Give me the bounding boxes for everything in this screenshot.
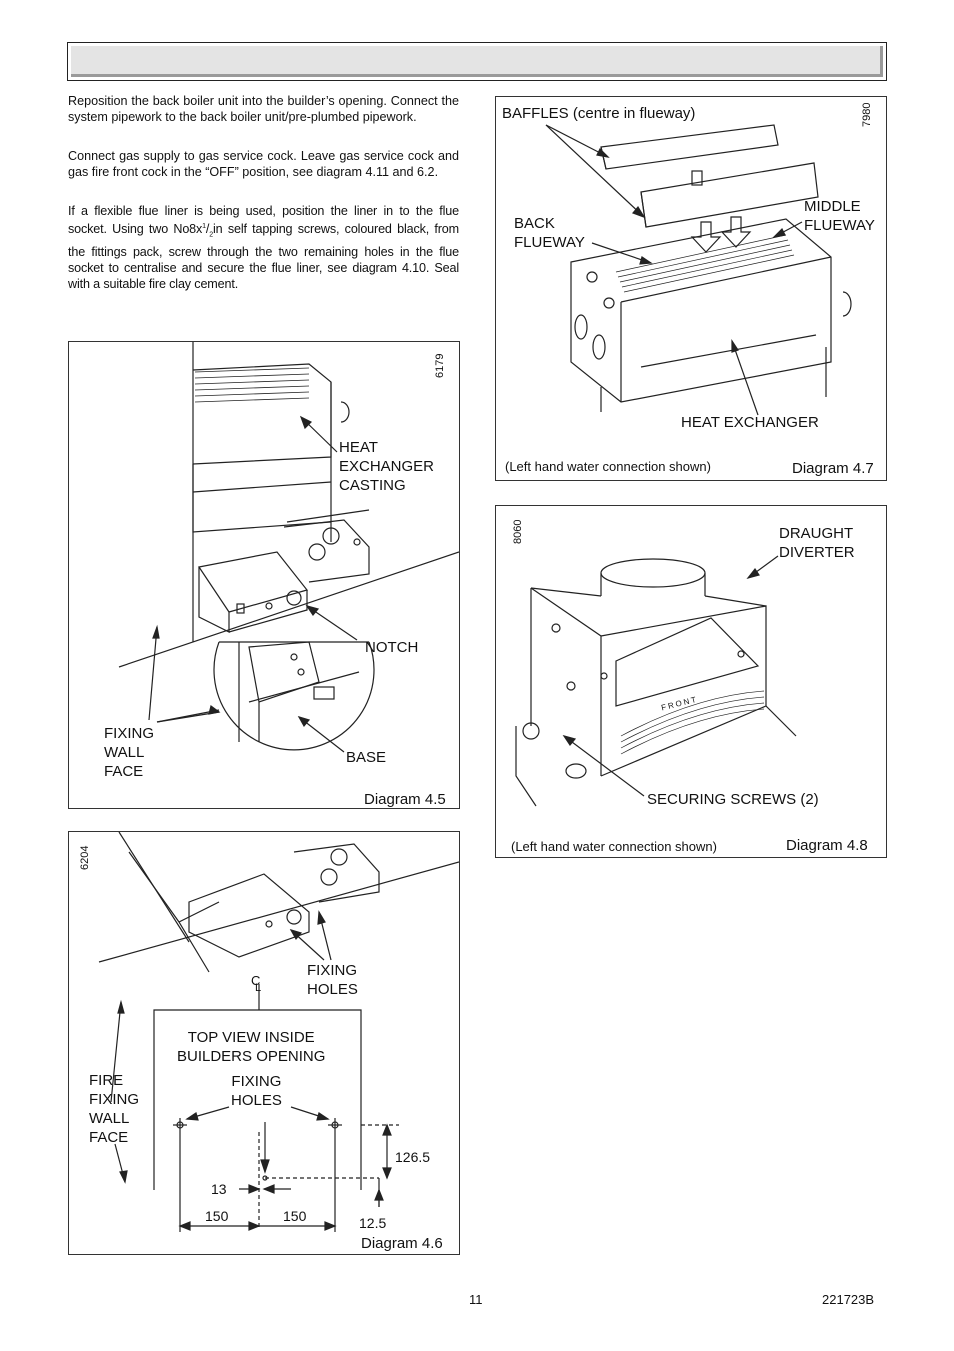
label-middle-flueway: MIDDLE FLUEWAY <box>804 198 875 234</box>
diagram-4-5-caption: Diagram 4.5 <box>364 791 446 808</box>
section-header-fill <box>71 46 883 77</box>
diagram-4-6-code: 6204 <box>79 845 91 870</box>
diagram-4-7-illustration <box>545 124 852 416</box>
diagram-4-8-caption: Diagram 4.8 <box>786 837 868 854</box>
label-base: BASE <box>346 749 387 766</box>
diagram-4-6: 6204 C L FIXING HOLES TOP VIEW INSIDE BU… <box>68 831 460 1255</box>
diagram-4-5-illustration <box>118 342 459 753</box>
label-fire-fixing-wall-face: FIRE FIXING WALL FACE <box>89 1072 140 1146</box>
fraction-slash: / <box>205 222 210 237</box>
paragraph-flue-liner-part-b: in self tapping screws, coloured black, … <box>68 222 459 291</box>
centre-line-c: C <box>251 973 261 988</box>
diagram-4-8-note: (Left hand water connection shown) <box>511 839 717 854</box>
label-notch: NOTCH <box>365 639 419 656</box>
paragraph-flue-liner-part-a: If a flexible flue liner is being used, … <box>68 204 459 237</box>
diagram-4-6-caption: Diagram 4.6 <box>361 1235 443 1252</box>
label-securing-screws: SECURING SCREWS (2) <box>647 791 819 808</box>
label-baffles: BAFFLES (centre in flueway) <box>502 105 696 122</box>
diagram-4-7-code: 7980 <box>861 102 873 127</box>
paragraph-reposition: Reposition the back boiler unit into the… <box>68 94 459 124</box>
diagram-4-8: 8060 DRAUGHT DIVERTER FRONT SECURING SCR… <box>495 505 887 858</box>
document-code: 221723B <box>822 1292 875 1307</box>
fraction-denominator: 2 <box>209 231 214 239</box>
diagram-4-7: 7980 BAFFLES (centre in flueway) BACK FL… <box>495 96 887 481</box>
dim-13: 13 <box>211 1181 227 1197</box>
page-number: 11 <box>469 1292 483 1307</box>
label-heat-exchanger-casting: HEAT EXCHANGER CASTING <box>339 439 435 494</box>
dim-12-5: 12.5 <box>359 1215 387 1231</box>
label-back-flueway: BACK FLUEWAY <box>514 215 585 251</box>
dim-150-right: 150 <box>283 1208 307 1224</box>
diagram-4-7-caption: Diagram 4.7 <box>792 460 874 477</box>
diagram-4-7-note: (Left hand water connection shown) <box>505 459 711 474</box>
label-draught-diverter: DRAUGHT DIVERTER <box>779 525 855 561</box>
diagram-4-8-code: 8060 <box>512 519 524 544</box>
fraction-numerator: 1 <box>202 223 206 230</box>
diagram-4-5: 6179 HEAT EXCHANGER CASTING NOTCH FIXING… <box>68 341 460 809</box>
dim-126-5: 126.5 <box>395 1149 431 1165</box>
label-fixing-holes-plan: FIXING HOLES <box>231 1073 282 1109</box>
label-fixing-holes-top: FIXING HOLES <box>307 962 358 998</box>
label-top-view: TOP VIEW INSIDE BUILDERS OPENING <box>177 1029 326 1065</box>
diagram-4-5-code: 6179 <box>434 353 446 378</box>
label-heat-exchanger: HEAT EXCHANGER <box>681 414 819 431</box>
section-header-bar <box>67 42 887 81</box>
diagram-4-8-illustration <box>515 555 797 807</box>
paragraph-gas-supply: Connect gas supply to gas service cock. … <box>68 149 459 179</box>
paragraph-flue-liner: If a flexible flue liner is being used, … <box>68 203 459 292</box>
label-fixing-wall-face: FIXING WALL FACE <box>104 725 155 780</box>
diagram-4-6-illustration <box>98 832 459 1232</box>
centre-line-l: L <box>255 982 262 994</box>
dim-150-left: 150 <box>205 1208 229 1224</box>
